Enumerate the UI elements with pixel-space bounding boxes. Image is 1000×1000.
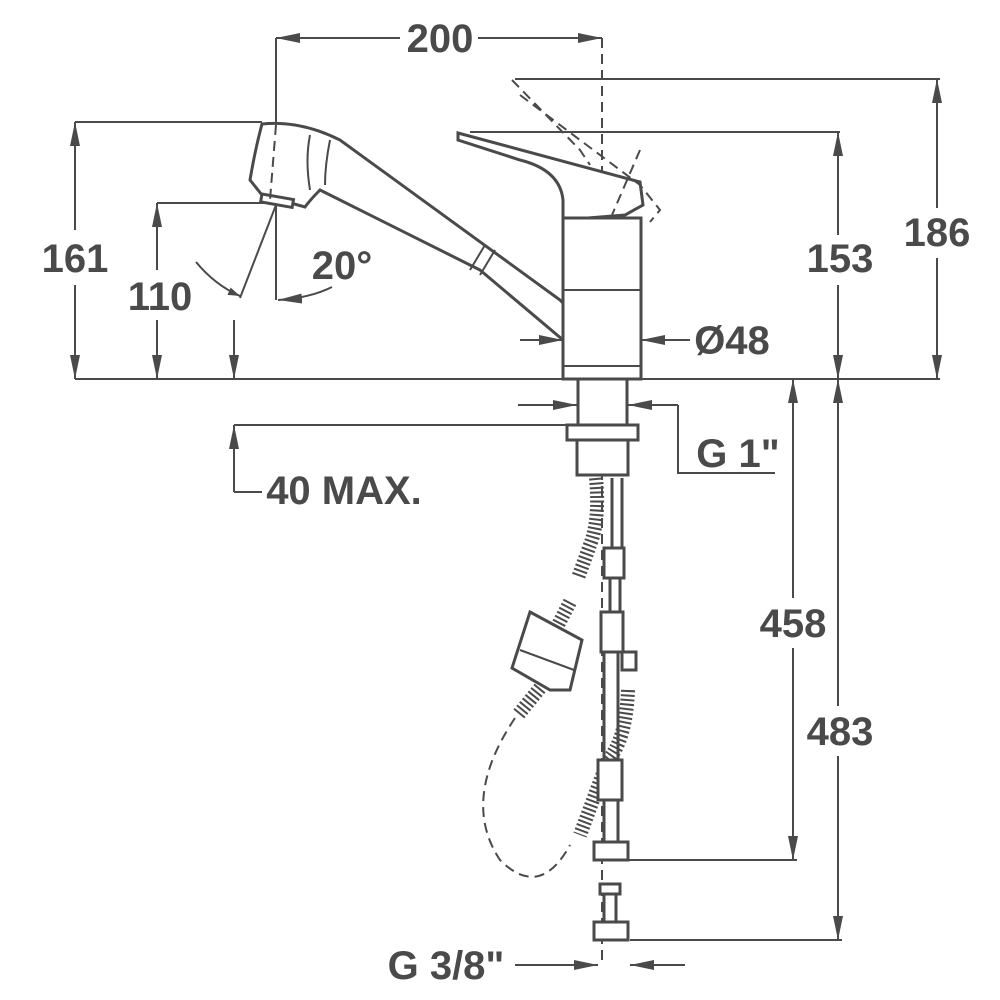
dim-thread-g38-label: G 3/8" bbox=[388, 944, 505, 988]
dim-diameter: Ø48 bbox=[520, 319, 770, 363]
dim-153: 153 bbox=[470, 131, 874, 379]
dim-153-label: 153 bbox=[807, 237, 874, 281]
dim-200-label: 200 bbox=[407, 17, 474, 61]
dim-458-label: 458 bbox=[760, 602, 827, 646]
supply-hoses bbox=[571, 477, 638, 942]
dim-458: 458 bbox=[625, 379, 827, 861]
dim-40-max: 40 MAX. bbox=[229, 424, 567, 513]
dim-200: 200 bbox=[275, 17, 602, 300]
dim-diameter-label: Ø48 bbox=[694, 319, 770, 363]
faucet-body bbox=[248, 79, 662, 477]
dim-110: 110 bbox=[128, 202, 275, 379]
dim-186-label: 186 bbox=[904, 211, 971, 255]
dim-110-label: 110 bbox=[128, 275, 193, 319]
dim-angle-label: 20° bbox=[312, 244, 373, 288]
dim-483: 483 bbox=[630, 379, 874, 941]
dim-161-label: 161 bbox=[42, 237, 109, 281]
dim-161: 161 bbox=[42, 121, 262, 379]
filter-and-spray-hose bbox=[482, 598, 584, 878]
dim-angle: 20° bbox=[195, 204, 373, 304]
dim-186: 186 bbox=[515, 78, 971, 379]
dim-thread-g1-label: G 1" bbox=[696, 432, 779, 476]
dim-483-label: 483 bbox=[807, 710, 874, 754]
dim-thread-g38: G 3/8" bbox=[388, 944, 685, 988]
dim-thread-g1: G 1" bbox=[518, 400, 780, 476]
dim-40-max-label: 40 MAX. bbox=[266, 469, 422, 513]
